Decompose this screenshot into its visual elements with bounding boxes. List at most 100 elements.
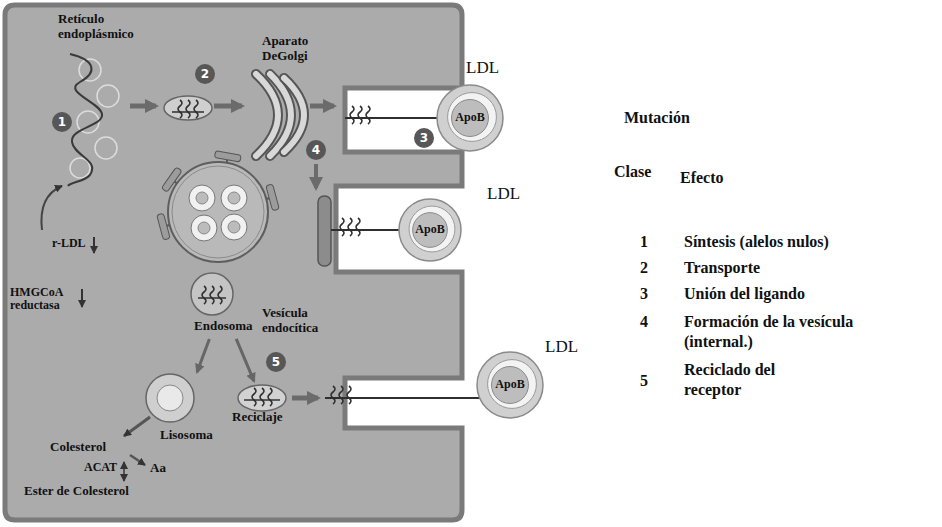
internal-ldl <box>191 215 217 241</box>
endocytic-vesicle-outline <box>155 148 283 276</box>
receptor-squiggle <box>202 286 206 304</box>
effect-text: Formación de la vesícula (internal.) <box>684 312 899 352</box>
down-arrow <box>93 237 95 253</box>
callout-number: 5 <box>266 352 286 372</box>
internal-ldl <box>189 185 215 211</box>
golgi-cisterna <box>284 78 304 152</box>
receptor-squiggle <box>347 386 351 404</box>
ribosome <box>95 137 117 159</box>
receptor-label: r-LDL <box>52 237 86 250</box>
endosome: Endosoma <box>186 273 258 337</box>
protein-label: ApoB <box>415 223 444 236</box>
down-arrow <box>81 289 83 307</box>
particle-label: LDL <box>487 184 520 203</box>
effect-text: Reciclado del receptor <box>684 360 804 400</box>
callout-number: 3 <box>414 128 434 148</box>
pathway-arrow <box>310 104 334 109</box>
endocytic-vesicle: Vesícula endocítica <box>155 148 283 276</box>
internal-ldl-core <box>228 221 240 233</box>
internal-ldl-core <box>196 192 208 204</box>
ldl-particle: LDL ApoB <box>398 184 522 264</box>
recycling-vesicle-membrane <box>238 385 286 411</box>
protein-label: ApoB <box>455 111 484 124</box>
effect-text: Síntesis (alelos nulos) <box>684 232 829 252</box>
molecule-label: Ester de Colesterol <box>24 484 129 499</box>
vesicle-membrane <box>168 162 268 262</box>
golgi-apparatus: Aparato DeGolgi <box>248 34 340 160</box>
feedback-arrow <box>41 186 62 230</box>
callout-number: 2 <box>195 64 215 84</box>
golgi-cisterna <box>284 78 304 152</box>
enzyme-label: HMGCoA reductasa <box>10 286 74 313</box>
molecule-label: Colesterol <box>50 440 106 455</box>
pathway-arrow <box>314 164 318 188</box>
class-number: 4 <box>640 312 648 332</box>
organelle-name: Lisosoma <box>160 428 213 443</box>
ldl-core <box>452 100 489 137</box>
ribosome <box>79 59 101 81</box>
acat-arrow <box>123 462 125 481</box>
class-number: 3 <box>640 284 648 304</box>
receptor-squiggle <box>356 218 360 236</box>
receptor-squiggle <box>331 386 335 404</box>
table-title: Mutación <box>624 108 690 128</box>
table-header: Clase <box>614 162 651 182</box>
receptor-squiggle <box>178 100 182 118</box>
ldl-particle <box>399 199 461 261</box>
receptor-squiggle <box>366 106 370 124</box>
internal-ldl <box>221 214 247 240</box>
receptor-squiggle <box>210 286 214 304</box>
class-number: 2 <box>640 258 648 278</box>
lysosome-membrane <box>146 374 194 422</box>
pathway-arrow <box>130 104 156 109</box>
receptor-squiggle <box>358 106 362 124</box>
class-number: 5 <box>640 371 648 391</box>
transport-vesicle <box>164 96 212 120</box>
receptor-squiggle <box>268 388 272 406</box>
callout-number: 4 <box>306 140 326 160</box>
organelle-name: Retículo endoplásmico <box>58 12 150 41</box>
recycling-vesicle: Reciclaje <box>232 383 296 427</box>
pathway-connector <box>236 339 254 381</box>
internal-ldl-core <box>198 222 210 234</box>
organelle-name: Endosoma <box>194 319 253 334</box>
product-arrow <box>130 455 145 465</box>
ldl-shell <box>488 360 537 409</box>
ldl-particle <box>437 85 503 151</box>
internal-ldl <box>221 185 247 211</box>
ldl-core <box>492 367 529 404</box>
ribosome <box>97 85 119 107</box>
pathway-arrow <box>214 104 242 109</box>
ldl-particle <box>477 352 543 418</box>
ldl-particle: LDL ApoB <box>476 337 576 421</box>
enzyme-label: ACAT <box>84 461 117 474</box>
effect-text: Transporte <box>684 258 760 278</box>
organelle-name: Vesícula endocítica <box>262 306 336 335</box>
ldl-particle: LDL ApoB <box>436 58 516 152</box>
receptor-squiggle <box>252 388 256 406</box>
pathway-arrow <box>292 396 318 401</box>
receptor-squiggle <box>218 286 222 304</box>
receptor-squiggle <box>340 218 344 236</box>
endosome-membrane <box>191 273 233 315</box>
lysosome: Lisosoma <box>146 374 220 446</box>
particle-label: LDL <box>545 337 578 356</box>
receptor-squiggle <box>260 388 264 406</box>
class-number: 1 <box>640 232 648 252</box>
pathway-connector <box>197 339 209 372</box>
receptor-squiggle <box>348 218 352 236</box>
forming-vesicle <box>318 196 331 266</box>
internal-ldl-core <box>228 192 240 204</box>
particle-label: LDL <box>466 58 499 77</box>
organelle-name: Aparato DeGolgi <box>262 34 342 63</box>
organelle-name: Reciclaje <box>232 410 283 425</box>
receptor-squiggle <box>339 386 343 404</box>
table-header: Efecto <box>680 168 724 188</box>
protein-label: ApoB <box>495 378 524 391</box>
vesicle-membrane <box>172 166 264 258</box>
ldl-shell <box>448 93 497 142</box>
receptor-squiggle <box>186 100 190 118</box>
lysosome-core <box>157 385 183 411</box>
